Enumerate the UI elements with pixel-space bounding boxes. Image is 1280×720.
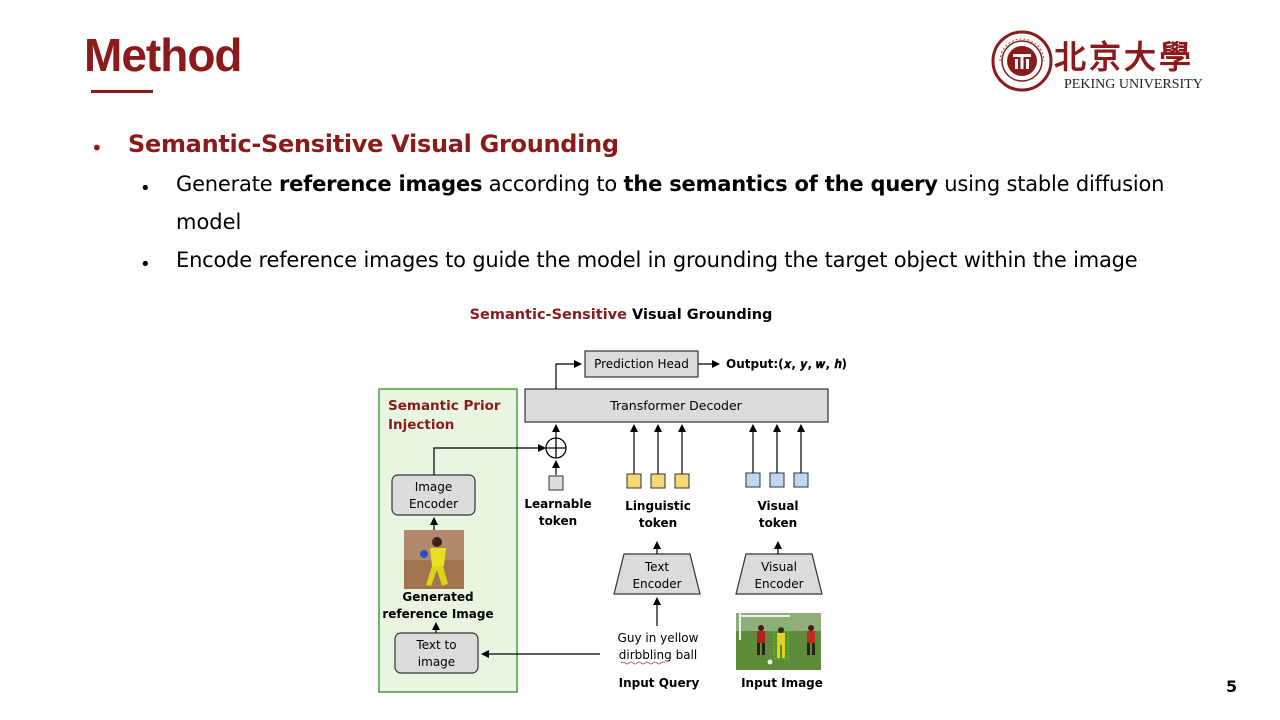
generated-image-label: reference Image — [382, 607, 493, 621]
title-underline — [91, 90, 153, 93]
bullet-main: Semantic-Sensitive Visual Grounding — [128, 130, 619, 158]
arrow — [555, 360, 582, 389]
slide-title: Method — [84, 29, 243, 81]
page-number: 5 — [1226, 677, 1238, 696]
bullet-sub1: Generate reference images according to t… — [176, 172, 1164, 196]
add-node-icon — [545, 437, 567, 459]
diagram-title: Semantic-Sensitive Visual Grounding — [470, 307, 773, 323]
visual-token — [793, 472, 809, 488]
bullet-sub2: Encode reference images to guide the mod… — [176, 248, 1138, 272]
university-seal-icon — [991, 30, 1053, 92]
semantic-prior-label: Injection — [388, 417, 454, 433]
learnable-token-label: Learnable — [524, 497, 591, 511]
bullet-sub1-line2: model — [176, 210, 242, 234]
linguistic-token — [650, 473, 666, 489]
semantic-prior-label: Semantic Prior — [388, 398, 501, 414]
visual-token-label: token — [759, 516, 797, 530]
bullet-dot: • — [140, 254, 151, 275]
image-encoder-label: Encoder — [409, 497, 458, 511]
transformer-decoder-label: Transformer Decoder — [609, 398, 742, 413]
image-encoder-label: Image — [415, 480, 453, 494]
query-text: dirbbling ball — [619, 648, 697, 662]
text-to-image-label: image — [418, 655, 455, 669]
university-logo: 北京大學 PEKING UNIVERSITY — [990, 30, 1215, 94]
visual-token-label: Visual — [757, 499, 798, 513]
bold-run: reference images — [278, 172, 483, 196]
text-encoder-label: Encoder — [632, 577, 681, 591]
bullet-dot: • — [91, 136, 103, 160]
input-image — [736, 613, 821, 670]
text-run: Generate — [176, 172, 279, 196]
generated-reference-image — [404, 530, 464, 589]
text-run: according to — [482, 172, 624, 196]
visual-encoder-label: Encoder — [754, 577, 803, 591]
generated-image-label: Generated — [402, 590, 473, 604]
input-image-label: Input Image — [741, 676, 823, 690]
output-label: Output:(𝒙, 𝒚, 𝒘, 𝒉) — [726, 357, 847, 372]
linguistic-token-label: Linguistic — [625, 499, 691, 513]
input-query-label: Input Query — [619, 676, 700, 690]
spellcheck-underline — [620, 661, 666, 665]
prediction-head-box — [584, 350, 699, 378]
text-run: using stable diffusion — [937, 172, 1165, 196]
linguistic-token-label: token — [639, 516, 677, 530]
text-to-image-label: Text to — [415, 638, 456, 652]
visual-encoder-label: Visual — [761, 560, 797, 574]
transformer-decoder-box — [524, 388, 829, 423]
bold-run: the semantics of the query — [623, 172, 938, 196]
logo-english-text: PEKING UNIVERSITY — [1064, 77, 1203, 92]
linguistic-token — [626, 473, 642, 489]
query-text: Guy in yellow — [618, 631, 699, 645]
visual-encoder-box — [735, 553, 823, 595]
prediction-head-label: Prediction Head — [594, 357, 689, 371]
bullet-dot: • — [140, 178, 151, 199]
logo-chinese-text: 北京大學 — [1054, 38, 1195, 76]
text-encoder-box — [613, 553, 701, 595]
arrow — [433, 444, 546, 475]
learnable-token-label: token — [539, 514, 577, 528]
text-encoder-label: Text — [644, 560, 670, 574]
visual-token — [745, 472, 761, 488]
linguistic-token — [674, 473, 690, 489]
visual-token — [769, 472, 785, 488]
learnable-token — [548, 475, 564, 491]
